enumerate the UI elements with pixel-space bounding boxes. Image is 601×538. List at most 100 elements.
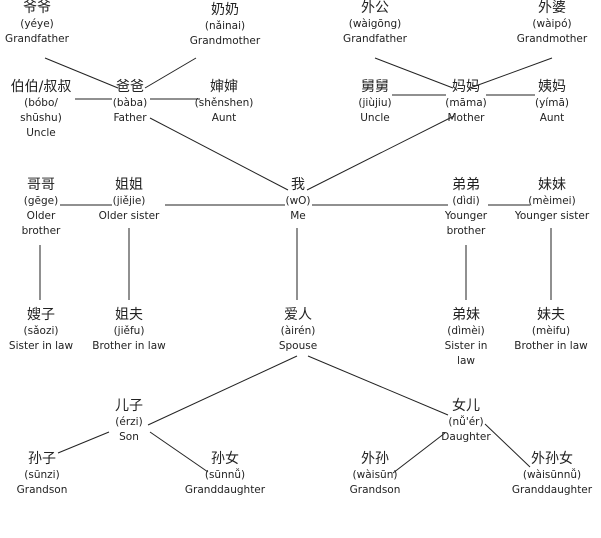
node-english: Spouse [278, 340, 318, 352]
node-pinyin: (nǚ'ér) [448, 416, 484, 428]
node-english: Mother [447, 112, 485, 124]
node-pinyin: (àirén) [280, 325, 316, 337]
node-baba: 爸爸 (bàba) Father [113, 79, 147, 126]
node-chinese: 姐夫 [114, 307, 143, 323]
node-pinyin: (nǎinai) [204, 20, 246, 32]
node-chinese: 哥哥 [26, 177, 55, 193]
node-english: Younger [444, 210, 488, 222]
node-english: Aunt [539, 112, 565, 124]
node-yeye: 爷爷 (yéye) Grandfather [5, 0, 69, 47]
node-pinyin: (yímā) [535, 97, 569, 109]
node-chinese: 孙女 [211, 451, 239, 467]
node-pinyin: (yéye) [20, 18, 54, 30]
node-pinyin: (wàisūn) [352, 469, 398, 481]
node-jiefu: 姐夫 (jiěfu) Brother in law [92, 307, 165, 354]
node-pinyin: (gēge) [23, 195, 59, 207]
node-chinese: 外公 [360, 0, 389, 16]
node-pinyin-2: shūshu) [20, 112, 62, 124]
node-sunzi: 孙子 (sūnzi) Grandson [17, 451, 68, 498]
node-dimei: 弟妹 (dìmèi) Sister in law [445, 307, 488, 369]
node-pinyin: (wàipó) [532, 18, 572, 30]
node-mama: 妈妈 (māma) Mother [445, 79, 487, 126]
node-pinyin: (érzi) [115, 416, 143, 428]
node-english: Grandson [349, 484, 401, 496]
node-wo: 我 (wO) Me [285, 177, 310, 224]
node-english: Grandmother [516, 33, 588, 45]
node-english: Granddaughter [184, 484, 266, 496]
node-pinyin: (mèimei) [528, 195, 576, 207]
node-english: Older [26, 210, 56, 222]
node-pinyin: (mèifu) [531, 325, 571, 337]
node-chinese: 姨妈 [538, 79, 566, 95]
node-pinyin: (dìdi) [452, 195, 480, 207]
node-saozi: 嫂子 (sǎozi) Sister in law [9, 307, 73, 354]
node-chinese: 奶奶 [210, 2, 239, 18]
node-pinyin: (jiěfu) [113, 325, 145, 337]
node-chinese: 妈妈 [452, 79, 480, 95]
node-pinyin: (wO) [285, 195, 311, 207]
node-pinyin: (dìmèi) [447, 325, 485, 337]
node-meimei: 妹妹 (mèimei) Younger sister [515, 177, 589, 224]
node-english-2: brother [21, 225, 61, 237]
node-gege: 哥哥 (gēge) Older brother [22, 177, 61, 239]
node-english-2: brother [446, 225, 486, 237]
node-waipo: 外婆 (wàipó) Grandmother [517, 0, 587, 47]
node-chinese: 弟妹 [451, 307, 480, 323]
node-chinese: 姐姐 [115, 177, 143, 193]
node-chinese: 婶婶 [210, 79, 238, 95]
node-pinyin: (jiějie) [112, 195, 146, 207]
node-pinyin: (bàba) [112, 97, 148, 109]
node-chinese: 外孙女 [531, 451, 573, 467]
node-erzi: 儿子 (érzi) Son [115, 398, 143, 445]
node-waisunnu: 外孙女 (wàisūnnǚ) Granddaughter [512, 451, 592, 498]
node-nainai: 奶奶 (nǎinai) Grandmother [190, 2, 260, 49]
node-didi: 弟弟 (dìdi) Younger brother [445, 177, 487, 239]
node-chinese: 爷爷 [22, 0, 51, 16]
node-chinese: 伯伯/叔叔 [10, 79, 72, 95]
node-pinyin: (sūnzi) [24, 469, 60, 481]
node-chinese: 妹妹 [537, 177, 566, 193]
node-english: Older sister [98, 210, 160, 222]
node-chinese: 外孙 [360, 451, 389, 467]
node-pinyin: (jiùjiu) [358, 97, 392, 109]
node-english: Grandfather [5, 33, 69, 45]
node-pinyin: (sūnnǚ) [204, 469, 246, 481]
node-meifu: 妹夫 (mèifu) Brother in law [514, 307, 587, 354]
node-shenshen: 婶婶 (shěnshen) Aunt [195, 79, 254, 126]
node-english: Uncle [360, 112, 390, 124]
node-chinese: 爱人 [284, 307, 312, 323]
node-english: Father [113, 112, 147, 124]
node-pinyin: (shěnshen) [194, 97, 254, 109]
node-chinese: 妹夫 [536, 307, 565, 323]
node-chinese: 弟弟 [451, 177, 480, 193]
node-chinese: 女儿 [451, 398, 480, 414]
node-waigong: 外公 (wàigōng) Grandfather [343, 0, 407, 47]
node-english: Grandfather [343, 33, 407, 45]
node-english: Brother in law [92, 340, 166, 352]
node-chinese: 爸爸 [116, 79, 144, 95]
node-pinyin: (sǎozi) [23, 325, 59, 337]
node-chinese: 孙子 [27, 451, 56, 467]
node-english: Me [290, 210, 306, 222]
node-chinese: 外婆 [537, 0, 566, 16]
node-english: Aunt [211, 112, 237, 124]
node-waisun: 外孙 (wàisūn) Grandson [350, 451, 401, 498]
node-english: Grandmother [189, 35, 261, 47]
node-jiujiu: 舅舅 (jiùjiu) Uncle [358, 79, 391, 126]
node-english-2: law [457, 355, 475, 367]
node-yima: 姨妈 (yímā) Aunt [535, 79, 569, 126]
node-nuer: 女儿 (nǚ'ér) Daughter [441, 398, 490, 445]
node-english: Daughter [441, 431, 491, 443]
node-jiejie: 姐姐 (jiějie) Older sister [99, 177, 160, 224]
node-chinese: 儿子 [115, 398, 143, 414]
node-pinyin: (bóbo/ [24, 97, 58, 109]
node-pinyin: (māma) [445, 97, 487, 109]
node-english: Sister in law [8, 340, 74, 352]
node-airen: 爱人 (àirén) Spouse [279, 307, 317, 354]
node-bobo: 伯伯/叔叔 (bóbo/ shūshu) Uncle [11, 79, 72, 141]
node-chinese: 舅舅 [360, 79, 389, 95]
node-english: Younger sister [514, 210, 590, 222]
node-english: Granddaughter [511, 484, 593, 496]
node-english: Grandson [16, 484, 68, 496]
